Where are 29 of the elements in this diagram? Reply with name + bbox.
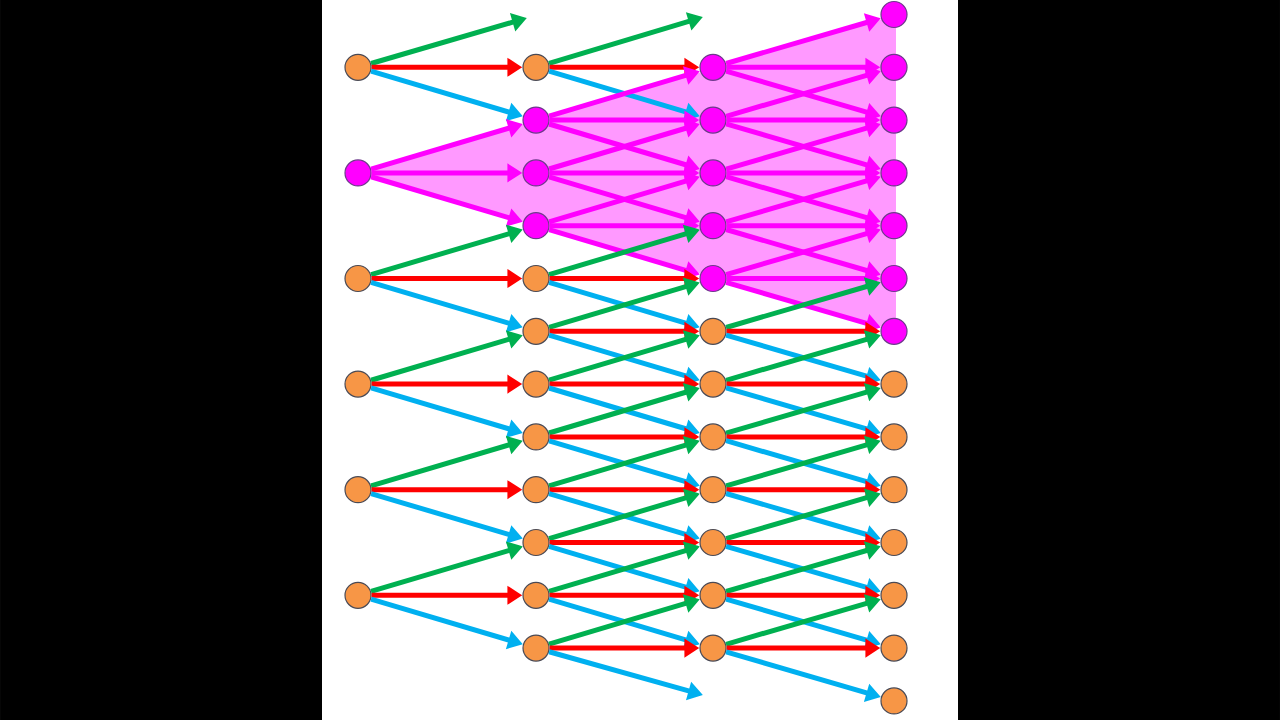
circle-node [522,528,550,557]
circle-node [699,423,727,451]
circle-node [522,581,550,609]
circle-node [344,370,372,398]
circle-node [699,634,727,662]
circle-node [880,687,908,715]
circle-node [880,370,908,398]
circle-node [880,634,908,662]
circle-node [344,53,372,81]
circle-node [880,476,908,504]
circle-node [699,476,727,504]
circle-node [880,423,908,451]
circle-node [522,476,550,504]
circle-node [522,317,550,345]
circle-node [522,634,550,662]
circle-node [699,581,727,609]
circle-node [344,476,372,504]
circle-node [522,370,550,398]
circle-node [699,528,727,557]
circle-node [699,317,727,345]
circle-node [699,370,727,398]
circle-node [344,159,372,187]
circle-node [344,264,372,293]
circle-node [522,423,550,451]
circle-node [344,581,372,609]
circle-node [522,53,550,81]
circle-node [880,581,908,609]
circle-node [880,528,908,557]
circle-node [522,264,550,293]
